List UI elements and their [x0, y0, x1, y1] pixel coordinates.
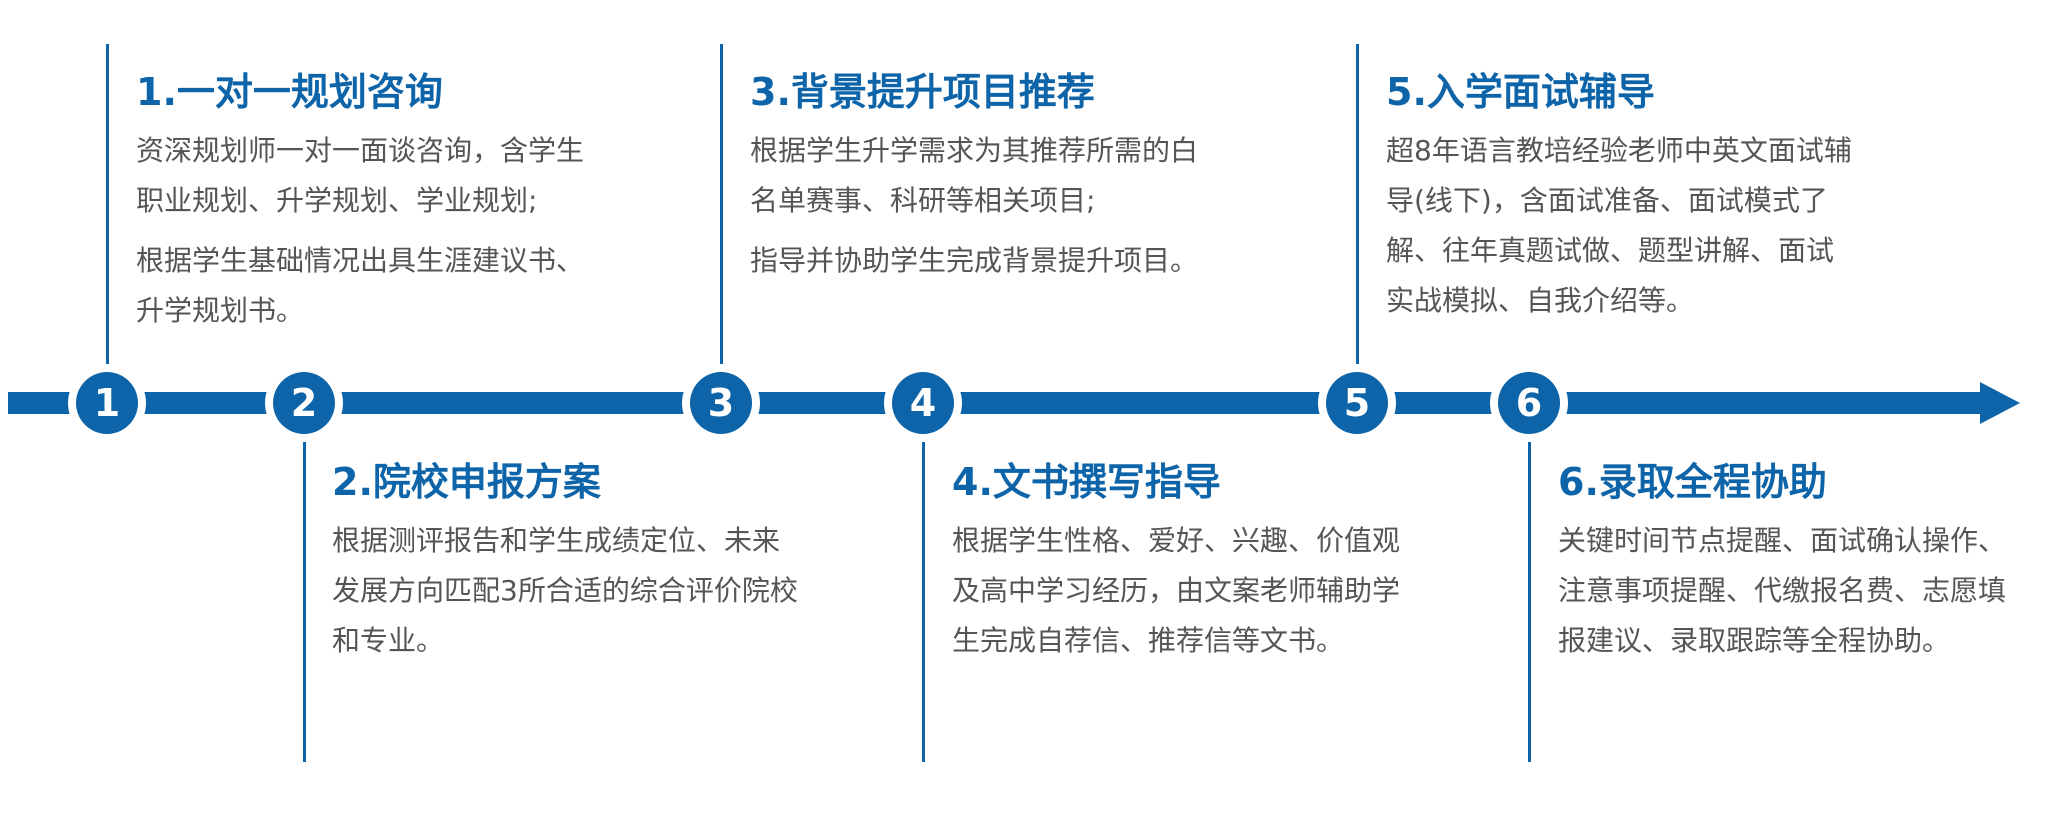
step-3-connector: [720, 44, 723, 406]
step-3-description: 根据学生升学需求为其推荐所需的白名单赛事、科研等相关项目;: [750, 134, 1199, 217]
timeline-arrowhead: [1980, 382, 2020, 424]
step-2-connector: [303, 400, 306, 762]
step-1-node: 1: [76, 372, 138, 434]
step-4-node: 4: [892, 372, 954, 434]
step-2-description: 根据测评报告和学生成绩定位、未来发展方向匹配3所合适的综合评价院校和专业。: [332, 524, 798, 657]
step-4: 4.文书撰写指导 根据学生性格、爱好、兴趣、价值观及高中学习经历，由文案老师辅助…: [952, 456, 1422, 666]
step-3: 3.背景提升项目推荐 根据学生升学需求为其推荐所需的白名单赛事、科研等相关项目;…: [750, 66, 1220, 286]
step-6-node: 6: [1498, 372, 1560, 434]
step-1-description: 资深规划师一对一面谈咨询，含学生职业规划、升学规划、学业规划;: [136, 134, 585, 217]
step-5-description: 超8年语言教培经验老师中英文面试辅导(线下)，含面试准备、面试模式了解、往年真题…: [1386, 134, 1852, 317]
step-1-description: 根据学生基础情况出具生涯建议书、升学规划书。: [136, 244, 585, 327]
step-3-title: 3.背景提升项目推荐: [750, 70, 1095, 114]
step-5-title: 5.入学面试辅导: [1386, 70, 1655, 114]
step-3-description: 指导并协助学生完成背景提升项目。: [750, 244, 1199, 277]
step-6: 6.录取全程协助 关键时间节点提醒、面试确认操作、注意事项提醒、代缴报名费、志愿…: [1558, 456, 2028, 666]
step-3-node: 3: [690, 372, 752, 434]
step-2: 2.院校申报方案 根据测评报告和学生成绩定位、未来发展方向匹配3所合适的综合评价…: [332, 456, 802, 666]
step-2-title: 2.院校申报方案: [332, 460, 601, 504]
step-5-node: 5: [1326, 372, 1388, 434]
step-6-title: 6.录取全程协助: [1558, 460, 1827, 504]
step-1: 1.一对一规划咨询 资深规划师一对一面谈咨询，含学生职业规划、升学规划、学业规划…: [136, 66, 606, 336]
step-4-connector: [922, 400, 925, 762]
step-5: 5.入学面试辅导 超8年语言教培经验老师中英文面试辅导(线下)，含面试准备、面试…: [1386, 66, 1856, 326]
step-2-node: 2: [273, 372, 335, 434]
timeline-axis: [8, 392, 1983, 414]
step-6-connector: [1528, 400, 1531, 762]
step-4-title: 4.文书撰写指导: [952, 460, 1221, 504]
step-1-title: 1.一对一规划咨询: [136, 70, 443, 114]
step-1-connector: [106, 44, 109, 406]
step-5-connector: [1356, 44, 1359, 406]
step-6-description: 关键时间节点提醒、面试确认操作、注意事项提醒、代缴报名费、志愿填报建议、录取跟踪…: [1558, 524, 2007, 657]
step-4-description: 根据学生性格、爱好、兴趣、价值观及高中学习经历，由文案老师辅助学生完成自荐信、推…: [952, 524, 1401, 657]
